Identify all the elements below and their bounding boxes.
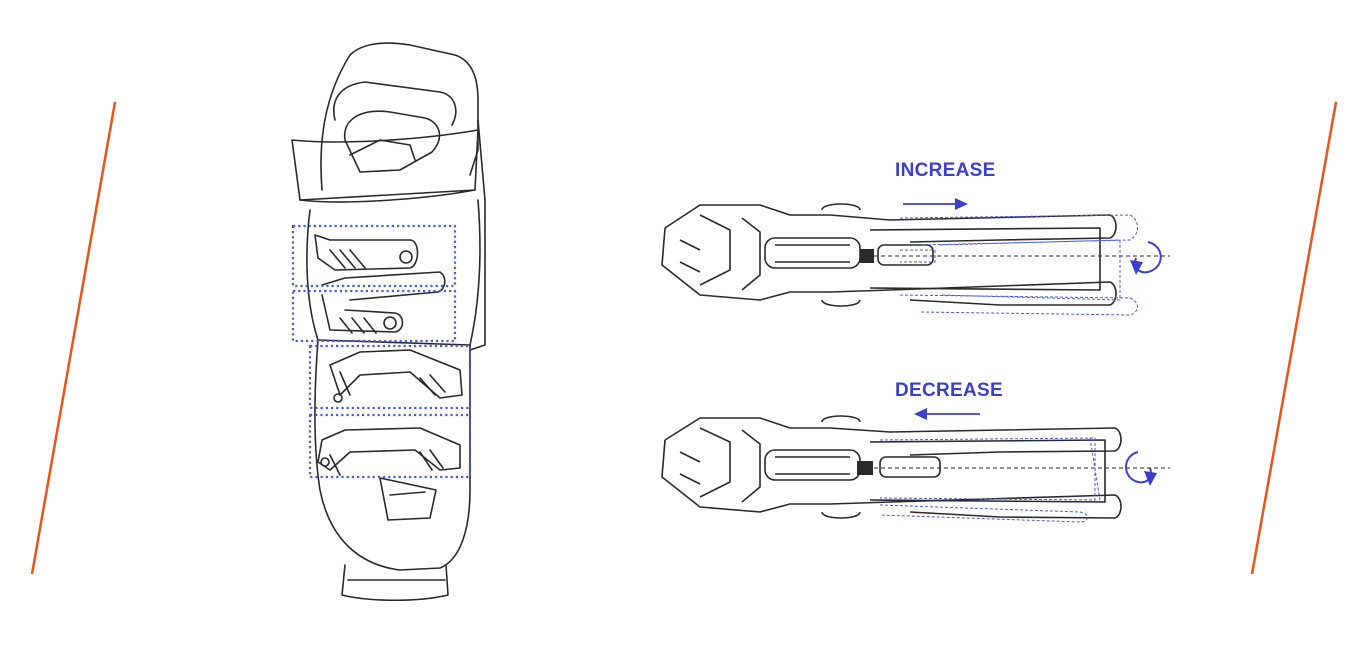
- buckle-box-2: [291, 289, 457, 343]
- buckle-box-1: [291, 224, 457, 288]
- buckle-highlight-boxes: [291, 224, 472, 479]
- right-divider-slash: [1250, 101, 1338, 575]
- decrease-label: DECREASE: [895, 380, 1003, 401]
- ski-boot-illustration: [291, 42, 486, 602]
- rotate-clockwise-icon: [1125, 451, 1157, 486]
- arrow-left-icon: [914, 408, 980, 420]
- buckle-box-4: [308, 413, 472, 479]
- arrow-right-icon: [903, 198, 968, 210]
- left-divider-slash: [30, 101, 117, 575]
- buckle-box-3: [308, 344, 472, 410]
- increase-label: INCREASE: [895, 160, 996, 181]
- binding-decrease-illustration: [661, 415, 1170, 523]
- rotate-counterclockwise-icon: [1130, 241, 1162, 275]
- binding-increase-illustration: [661, 203, 1170, 316]
